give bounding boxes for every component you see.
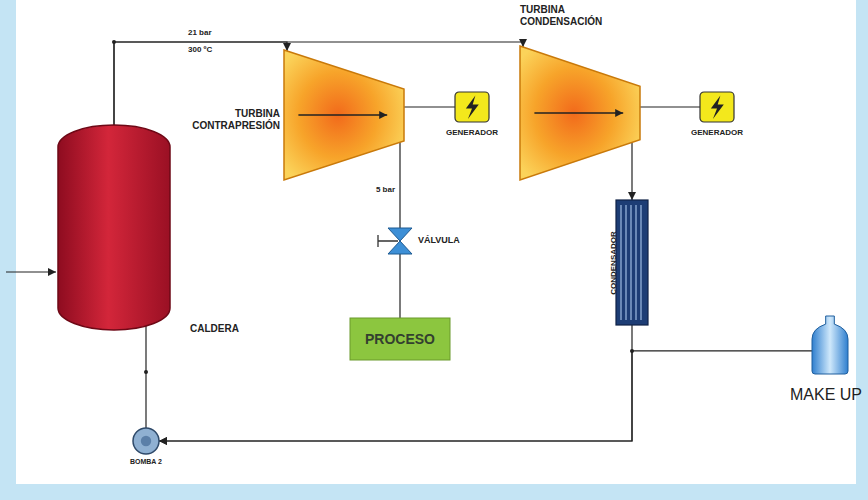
generator-box: [455, 92, 489, 122]
condenser-tube: [630, 205, 631, 320]
pipe-connector: [631, 142, 632, 200]
node-label: VÁLVULA: [418, 235, 460, 245]
pipe-connector: [159, 325, 632, 441]
generator-outline: [700, 92, 734, 122]
condensing-turbine: TURBINA CONDENSACIÓN: [520, 46, 640, 180]
node-label: MAKE UP: [790, 386, 862, 404]
generator: GENERADOR: [455, 92, 489, 122]
pump-hub: [141, 436, 151, 446]
generator-box: [700, 92, 734, 122]
flow-arrow: [298, 114, 387, 116]
process-fill: [350, 318, 450, 360]
pipe-condition: 21 bar: [188, 29, 212, 38]
node-label: CALDERA: [190, 323, 239, 335]
lightning-symbol: [466, 96, 479, 119]
node-label: TURBINA CONDENSACIÓN: [520, 4, 632, 27]
condenser-outline: [616, 200, 648, 325]
node-label: TURBINA CONTRAPRESIÓN: [190, 108, 280, 131]
backpressure-turbine-outline: [284, 50, 404, 180]
pipe-condition: 5 bar: [376, 186, 395, 195]
pipe-connector: [399, 254, 400, 318]
node-label: PROCESO: [365, 331, 435, 347]
makeup-tank: MAKE UP: [812, 316, 848, 374]
node-label: BOMBA 2: [130, 458, 162, 466]
bottle: [812, 316, 848, 374]
node-label: GENERADOR: [691, 128, 743, 137]
generator-outline: [455, 92, 489, 122]
pump-outline: [133, 428, 159, 454]
pipe-connector: [145, 325, 146, 428]
node-label: GENERADOR: [446, 128, 498, 137]
lightning-symbol: [711, 96, 724, 119]
valve-handle: [378, 235, 398, 247]
condenser-shell: [616, 200, 648, 325]
boiler: CALDERA: [58, 125, 170, 330]
condenser-tube: [640, 205, 641, 320]
boiler-shell: [58, 125, 170, 330]
feed-arrow: [6, 271, 56, 272]
pipe-connector: [404, 106, 455, 107]
turbine-body: [520, 46, 640, 180]
panel: [16, 0, 856, 484]
pipe-connector: [159, 351, 812, 441]
pump-body: [133, 428, 159, 454]
flow-arrow: [534, 112, 623, 114]
pipe-connector: [640, 106, 700, 107]
pump: BOMBA 2: [133, 428, 159, 454]
node-label: CONDENSADOR: [609, 231, 618, 295]
condensing-turbine-outline: [520, 46, 640, 180]
pipe-connector: [399, 142, 400, 228]
backpressure-turbine: TURBINA CONTRAPRESIÓN: [284, 50, 404, 180]
pipe-condition: 300 ºC: [188, 46, 212, 55]
turbine-body: [284, 50, 404, 180]
condenser-tube: [620, 205, 621, 320]
process-box: PROCESO: [350, 318, 450, 360]
condenser-tube: [625, 205, 626, 320]
condenser: CONDENSADOR: [616, 200, 648, 325]
makeup-tank-outline: [812, 316, 848, 374]
valve: VÁLVULA: [388, 228, 412, 254]
condenser-tube: [635, 205, 636, 320]
boiler-outline: [58, 125, 170, 330]
generator: GENERADOR: [700, 92, 734, 122]
valve-outline: [388, 228, 412, 254]
